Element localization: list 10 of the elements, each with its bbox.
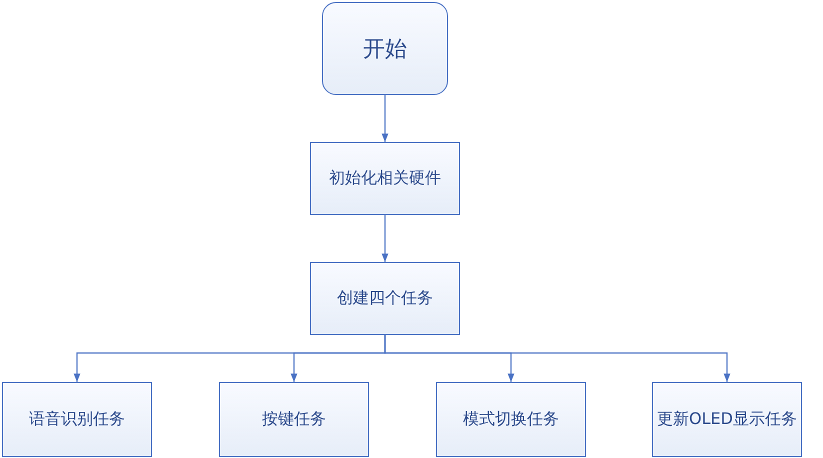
arrow xyxy=(382,95,388,142)
start-box: 开始 xyxy=(322,2,448,95)
process-box: 模式切换任务 xyxy=(436,382,586,457)
arrow xyxy=(382,215,388,262)
process-box: 创建四个任务 xyxy=(310,262,460,335)
process-box: 按键任务 xyxy=(219,382,369,457)
process-box: 初始化相关硬件 xyxy=(310,142,460,215)
process-box: 语音识别任务 xyxy=(2,382,152,457)
process-box: 更新OLED显示任务 xyxy=(652,382,802,457)
arrow xyxy=(384,335,730,382)
